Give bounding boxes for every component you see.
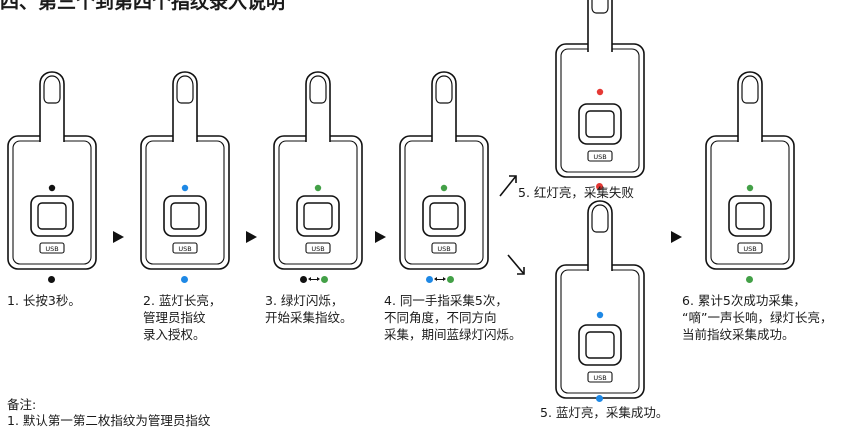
led-legend-4	[426, 276, 454, 283]
led-red-icon	[596, 183, 603, 190]
device-step-1	[7, 135, 97, 270]
led-step-1	[48, 184, 56, 192]
step-5-fail-caption: 5. 红灯亮，采集失败	[518, 185, 634, 200]
notes-label: 备注:	[7, 397, 37, 412]
arrow-to-success	[507, 254, 525, 275]
finger-step-2	[172, 71, 198, 143]
led-step-6	[746, 184, 754, 192]
led-legend-1	[48, 276, 55, 283]
led-green-icon	[321, 276, 328, 283]
finger-step-3	[305, 71, 331, 143]
step-6-caption: 6. 累计5次成功采集， “嘀”一声长响，绿灯长亮， 当前指纹采集成功。	[682, 293, 833, 342]
led-blue-icon	[596, 395, 603, 402]
device-step-6	[705, 135, 795, 270]
device-step-2	[140, 135, 230, 270]
led-green-icon	[447, 276, 454, 283]
led-black-icon	[48, 276, 55, 283]
finger-step-5-success	[587, 200, 613, 272]
arrow-5-6	[671, 231, 682, 243]
step-1-caption: 1. 长按3秒。	[7, 293, 81, 308]
device-step-5-fail	[555, 43, 645, 178]
led-legend-3	[300, 276, 328, 283]
arrow-to-fail	[499, 175, 517, 197]
led-step-3	[314, 184, 322, 192]
finger-step-4	[431, 71, 457, 143]
section-title: 四、第三个到第四个指纹录入说明	[0, 0, 286, 13]
finger-step-6	[737, 71, 763, 143]
step-3-caption: 3. 绿灯闪烁， 开始采集指纹。	[265, 293, 353, 325]
double-arrow-icon	[434, 277, 446, 281]
arrow-3-4	[375, 231, 386, 243]
device-step-4	[399, 135, 489, 270]
arrow-1-2	[113, 231, 124, 243]
led-legend-6	[746, 276, 753, 283]
finger-step-1	[39, 71, 65, 143]
step-5-success-caption: 5. 蓝灯亮，采集成功。	[540, 405, 669, 420]
led-green-icon	[746, 276, 753, 283]
led-step-5-success	[596, 311, 604, 319]
device-step-5-success	[555, 264, 645, 399]
led-blue-icon	[426, 276, 433, 283]
led-step-2	[181, 184, 189, 192]
led-black-icon	[300, 276, 307, 283]
notes-line-1: 1. 默认第一第二枚指纹为管理员指纹	[7, 413, 211, 428]
led-legend-5-fail	[596, 183, 603, 190]
led-blue-icon	[181, 276, 188, 283]
device-step-3	[273, 135, 363, 270]
led-step-5-fail	[596, 88, 604, 96]
led-legend-2	[181, 276, 188, 283]
finger-step-5-fail	[587, 0, 613, 53]
led-legend-5-success	[596, 395, 603, 402]
led-step-4	[440, 184, 448, 192]
step-2-caption: 2. 蓝灯长亮， 管理员指纹 录入授权。	[143, 293, 222, 342]
double-arrow-icon	[308, 277, 320, 281]
arrow-2-3	[246, 231, 257, 243]
step-4-caption: 4. 同一手指采集5次， 不同角度，不同方向 采集，期间蓝绿灯闪烁。	[384, 293, 522, 342]
